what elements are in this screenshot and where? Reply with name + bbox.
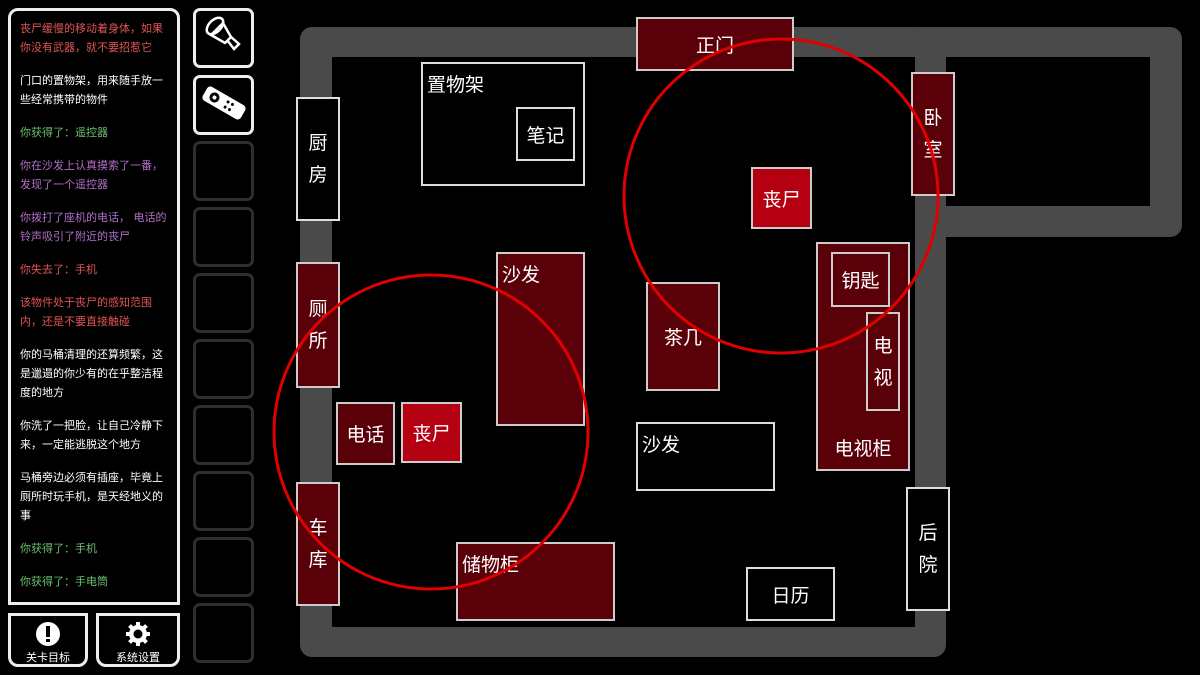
- inventory-slot[interactable]: [193, 273, 254, 333]
- log-message: 你在沙发上认真摸索了一番，发现了一个遥控器: [20, 159, 163, 191]
- level-goal-label: 关卡目标: [26, 651, 70, 664]
- inventory-slot[interactable]: [193, 537, 254, 597]
- label: 钥匙: [841, 270, 880, 292]
- level-goal-button[interactable]: 关卡目标: [8, 613, 88, 667]
- log-message: 该物件处于丧尸的感知范围内，还是不要直接触碰: [20, 296, 152, 328]
- front-door[interactable]: 正门: [636, 17, 794, 71]
- label: 电话: [346, 424, 385, 446]
- label: 院: [918, 554, 938, 576]
- settings-button[interactable]: 系统设置: [96, 613, 180, 667]
- zombie[interactable]: 丧尸: [401, 402, 462, 463]
- label: 电视柜: [834, 438, 892, 460]
- label: 视: [873, 366, 893, 389]
- tea-table[interactable]: 茶几: [646, 282, 720, 391]
- log-message: 你获得了：手机: [20, 542, 97, 555]
- label: 厕: [308, 298, 328, 320]
- label: 沙发: [502, 264, 541, 286]
- flashlight-icon: [201, 13, 247, 63]
- inventory-slot[interactable]: [193, 207, 254, 267]
- kitchen-door[interactable]: 厨房: [296, 97, 340, 221]
- label: 茶几: [663, 327, 702, 349]
- sofa-2[interactable]: 沙发: [636, 422, 775, 491]
- label: 所: [308, 330, 328, 352]
- inventory-slot[interactable]: [193, 8, 254, 68]
- remote-control-icon: [199, 83, 249, 127]
- label: 后: [918, 522, 938, 544]
- label: 卧: [923, 107, 943, 129]
- settings-label: 系统设置: [116, 651, 160, 664]
- key[interactable]: 钥匙: [831, 252, 890, 307]
- garage-door[interactable]: 车库: [296, 482, 340, 606]
- label: 车: [308, 517, 328, 539]
- zombie[interactable]: 丧尸: [751, 167, 812, 229]
- inventory-slot[interactable]: [193, 141, 254, 201]
- log-message: 你获得了：遥控器: [20, 126, 108, 139]
- sofa[interactable]: 沙发: [496, 252, 585, 426]
- label: 库: [308, 549, 328, 571]
- inventory-slot[interactable]: [193, 75, 254, 135]
- label: 丧尸: [412, 423, 451, 445]
- log-message: 你失去了：手机: [20, 263, 97, 276]
- log-message: 你拨打了座机的电话， 电话的铃声吸引了附近的丧尸: [20, 211, 167, 243]
- phone[interactable]: 电话: [336, 402, 395, 465]
- log-message: 你洗了一把脸，让自己冷静下来，一定能逃脱这个地方: [20, 419, 163, 451]
- label: 储物柜: [462, 554, 520, 576]
- tv[interactable]: 电视: [866, 312, 900, 411]
- inventory-slot[interactable]: [193, 471, 254, 531]
- inventory-slot[interactable]: [193, 339, 254, 399]
- inventory-slot[interactable]: [193, 405, 254, 465]
- label: 笔记: [526, 124, 565, 147]
- note[interactable]: 笔记: [516, 107, 575, 161]
- bedroom-door[interactable]: 卧室: [911, 72, 955, 196]
- calendar[interactable]: 日历: [746, 567, 835, 621]
- label: 丧尸: [762, 188, 801, 211]
- log-message: 马桶旁边必须有插座，毕竟上厕所时玩手机，是天经地义的事: [20, 471, 163, 522]
- log-message: 门口的置物架，用来随手放一些经常携带的物件: [20, 74, 163, 106]
- backyard-door[interactable]: 后院: [906, 487, 950, 611]
- exclamation-icon: [36, 622, 60, 646]
- label: 正门: [695, 34, 734, 57]
- locker[interactable]: 储物柜: [456, 542, 615, 621]
- gear-icon: [126, 622, 150, 646]
- label: 沙发: [642, 434, 681, 456]
- label: 室: [923, 139, 943, 161]
- log-message: 丧尸缓慢的移动着身体，如果你没有武器，就不要招惹它: [20, 22, 163, 54]
- label: 房: [308, 164, 328, 186]
- inventory-slot[interactable]: [193, 603, 254, 663]
- label: 日历: [771, 584, 810, 607]
- label: 厨: [308, 132, 328, 154]
- log-message: 你的马桶清理的还算频繁，这是邋遢的你少有的在乎整洁程度的地方: [20, 348, 163, 399]
- log-message: 你获得了：手电筒: [20, 575, 108, 588]
- toilet-door[interactable]: 厕所: [296, 262, 340, 388]
- message-log[interactable]: 丧尸缓慢的移动着身体，如果你没有武器，就不要招惹它门口的置物架，用来随手放一些经…: [8, 8, 180, 605]
- label: 置物架: [427, 74, 485, 96]
- label: 电: [873, 334, 893, 357]
